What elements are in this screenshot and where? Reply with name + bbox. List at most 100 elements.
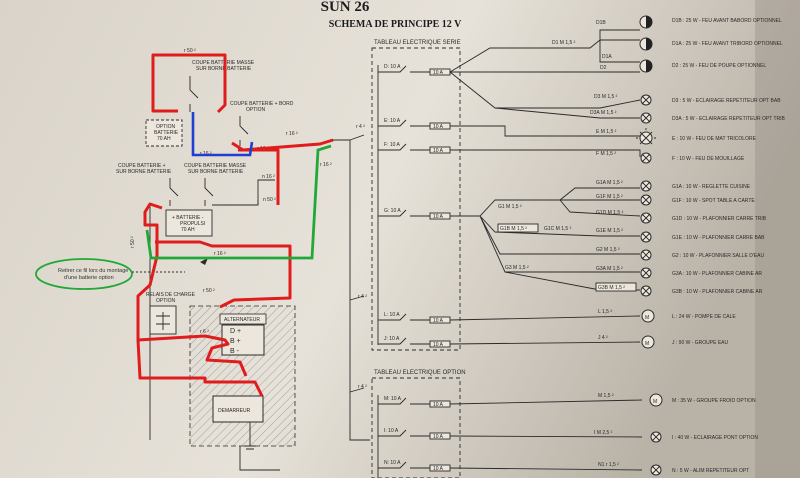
load-symbols: M M M <box>636 15 663 476</box>
wire-label-n50: n 50 ² <box>263 197 276 203</box>
breakers: D: 10 A 10 A E: 10 A 10 A F: 10 A 10 A G… <box>378 64 451 472</box>
breaker-l-switch <box>378 313 430 321</box>
label-g1: G1 M 1,5 ² <box>498 204 522 210</box>
wire-label-r16-green: r 16 ² <box>214 251 226 257</box>
label-i: I M 2,5 ² <box>594 430 613 436</box>
alternator-box <box>221 324 265 356</box>
lamp-d3-icon <box>640 94 652 106</box>
load-f: F : 10 W - FEU DE MOUILLAGE <box>672 156 745 162</box>
bilge-pump-motor-icon: M <box>641 309 655 323</box>
alternator-label-box <box>219 313 267 325</box>
diagram-subtitle: SCHEMA DE PRINCIPE 12 V <box>329 19 462 30</box>
breaker-j-switch <box>378 337 430 345</box>
lamp-g3b-icon <box>640 285 652 297</box>
label-j: J 4 ² <box>598 335 608 341</box>
main-panel-title: TABLEAU ELECTRIQUE SERIE <box>374 40 461 46</box>
load-g2: G2 : 10 W - PLAFONNIER SALLE D'EAU <box>672 253 764 259</box>
lamp-g1e-icon <box>640 231 652 243</box>
wire-battery-neg <box>212 179 275 206</box>
breaker-g: G: 10 A 10 A <box>378 208 451 220</box>
deck-light-icon <box>650 431 662 443</box>
load-g3b: G3B : 10 W - PLAFONNIER CABINE AR <box>672 289 763 295</box>
load-n: N : 5 W - ALIM REPETITEUR OPT <box>672 468 749 474</box>
starter-box <box>212 395 264 423</box>
red-wire-to-panel <box>231 138 334 152</box>
option-panel-border <box>371 377 461 478</box>
lamp-g3a-icon <box>640 267 652 279</box>
load-m: M : 35 W - GROUPE FROID OPTION <box>672 398 756 404</box>
note-text-1: Retirer ce fil lors du montage <box>58 268 128 274</box>
switch-coupe-masse-lower <box>204 178 214 206</box>
lamp-g1a-icon <box>640 180 652 192</box>
wire-label-r6: r 6 ² <box>200 329 209 335</box>
breaker-f-label: F: 10 A <box>384 142 401 148</box>
load-d1a: D1A : 25 W - FEU AVANT TRIBORD OPTIONNEL <box>672 41 783 47</box>
label-d1a-small: D1A <box>602 54 612 60</box>
breaker-m: M: 10 A 10 A <box>378 396 451 408</box>
repeater-light-icon <box>650 464 662 476</box>
label-g1d: G1D M 1,5 ² <box>596 210 624 216</box>
feed-branch-lines <box>349 134 365 393</box>
label-e: E M 1,5 ² <box>596 129 617 135</box>
label-g2: G2 M 1,5 ² <box>596 247 620 253</box>
breaker-l-label: L: 10 A <box>384 312 400 318</box>
switch-coupe-plus <box>169 178 179 206</box>
load-g1a: G1A : 10 W - REGLETTE CUISINE <box>672 184 751 190</box>
label-g1c: G1C M 1,5 ² <box>544 226 572 232</box>
breaker-m-relay-label: 10 A <box>433 402 444 408</box>
load-descriptions: D1B : 25 W - FEU AVANT BABORD OPTIONNEL … <box>672 18 786 474</box>
wire-label-r50-vertical: r 50 ² <box>130 236 136 248</box>
red-wire-top-loop <box>151 53 227 114</box>
alternator-b-plus: B + <box>230 338 241 345</box>
load-g1d: G1D : 10 W - PLAFONNIER CARRE TRIB <box>672 216 767 222</box>
breaker-n-label: N: 10 A <box>384 460 401 466</box>
main-battery-box <box>165 209 213 237</box>
lamp-g1f-icon <box>640 194 652 206</box>
label-g3: G3 M 1,5 ² <box>505 265 529 271</box>
battery-label-2: PROPULSI <box>180 221 205 227</box>
lamp-g2-icon <box>640 249 652 261</box>
motor-symbol-m: M <box>653 399 657 405</box>
wires-circuit-i <box>449 435 643 438</box>
breaker-d-relay-label: 10 A <box>433 70 444 76</box>
coupe-masse-label-1: COUPE BATTERIE MASSE <box>192 60 255 66</box>
starter-ground-symbol <box>244 422 256 450</box>
breaker-l-relay-label: 10 A <box>433 318 444 324</box>
label-d2-small: D2 <box>600 65 607 71</box>
water-pump-motor-icon: M <box>641 335 655 349</box>
feed-label-3: r 4 ² <box>358 384 367 390</box>
main-feed-bus <box>332 139 370 441</box>
label-g1a: G1A M 1,5 ² <box>596 180 623 186</box>
coupe-bord-label-1: COUPE BATTERIE + BORD <box>230 101 294 107</box>
load-g1e: G1E : 10 W - PLAFONNIER CARRE BAB <box>672 235 765 241</box>
breaker-d-switch <box>378 65 430 73</box>
load-d3: D3 : 5 W - ECLAIRAGE REPETITEUR OPT BAB <box>672 98 781 104</box>
wire-label-r16-junction: r 16 ² <box>320 162 332 168</box>
load-j: J : 90 W - GROUPE EAU <box>672 340 729 346</box>
lamp-d3a-icon <box>640 112 652 124</box>
highlight-wires <box>136 53 334 397</box>
wire-label-r50-low: r 50 ² <box>203 288 215 294</box>
tricolor-light-icon <box>636 128 656 145</box>
wire-label-n16: n 16 ² <box>262 174 275 180</box>
wires-circuit-g <box>450 187 641 291</box>
option-battery-label-2: BATTERIE <box>154 130 179 136</box>
breaker-d-label: D: 10 A <box>384 64 401 70</box>
starter-label: DEMARREUR <box>218 408 251 414</box>
wire-label-r4: r 4 ² <box>356 124 365 130</box>
lamp-g1d-icon <box>640 212 652 224</box>
breaker-j-relay-label: 10 A <box>433 342 444 348</box>
breaker-e-label: E: 10 A <box>384 118 401 124</box>
relay-label-1: RELAIS DE CHARGE <box>146 292 196 298</box>
alternator-d-plus: D + <box>230 328 241 335</box>
blue-wire <box>191 112 254 157</box>
red-wire-middle <box>155 240 292 309</box>
main-panel-border <box>371 47 461 351</box>
label-g3b: G3B M 1,5 ² <box>598 285 625 291</box>
breaker-n-switch <box>378 461 430 469</box>
breaker-m-switch <box>378 397 430 405</box>
breaker-g-relay-label: 10 A <box>433 214 444 220</box>
motor-symbol-l: M <box>645 315 649 321</box>
motor-symbol-j: M <box>645 341 649 347</box>
